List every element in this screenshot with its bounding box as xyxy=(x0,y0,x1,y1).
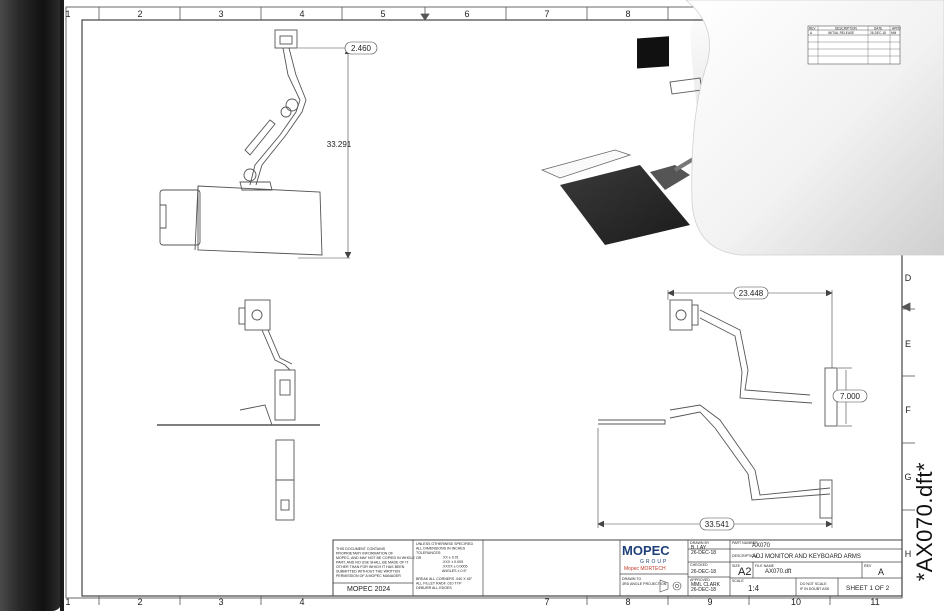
col-zone-label: 1 xyxy=(65,597,70,607)
approved-by: MML CLARK xyxy=(691,582,721,588)
plan-view xyxy=(598,299,838,519)
col-zone-label: 5 xyxy=(380,9,385,19)
row-zone-label: F xyxy=(905,405,911,415)
tolerance-line: .XXXX ± 0.0005 xyxy=(442,565,468,569)
size-label: SIZE xyxy=(732,564,741,568)
break-note: BREAK ALL CORNERS .040 X 45° xyxy=(416,577,473,581)
row-zone-label: D xyxy=(905,273,912,283)
scale-label: SCALE xyxy=(732,579,744,583)
title-block-text: THIS DOCUMENT CONTAINS PROPRIETARY INFOR… xyxy=(336,541,890,593)
revision: A xyxy=(878,567,884,577)
rev-cell: INITIAL RELEASE xyxy=(828,31,854,35)
if-in-doubt: IF IN DOUBT ASK xyxy=(800,587,830,591)
tolerance-line: TOLERANCES: xyxy=(416,551,441,555)
col-zone-label: 11 xyxy=(870,597,879,607)
rev-header: DESCRIPTION xyxy=(835,27,857,31)
tolerance-line: ANGLES ± 0.5° xyxy=(442,569,468,573)
rev-cell: 26-DEC-18 xyxy=(870,31,886,35)
tolerance-title: UNLESS OTHERWISE SPECIFIED xyxy=(416,542,473,546)
approved-date: 26-DEC-18 xyxy=(691,587,716,593)
sheet-number: SHEET 1 OF 2 xyxy=(846,585,890,592)
drawn-by-label: DRAWN BY xyxy=(690,541,710,545)
col-zone-label: 2 xyxy=(137,597,142,607)
dimension-side-view xyxy=(298,41,378,259)
file-name: AX070.dft xyxy=(765,569,792,575)
col-zone-label: 8 xyxy=(625,597,630,607)
tolerance-line: .XX ± 0.01 xyxy=(442,556,459,560)
row-zone-label: E xyxy=(905,339,911,349)
col-zone-label: 10 xyxy=(791,597,801,607)
dim-total-width: 33.541 xyxy=(705,520,730,529)
col-zone-label: 8 xyxy=(625,9,630,19)
notice-line: PERMISSION OF A MOPEC MANAGER xyxy=(336,574,401,578)
sheet-size: A2 xyxy=(738,566,751,578)
scale: 1:4 xyxy=(748,584,760,593)
file-label: FILE NAME xyxy=(755,564,775,568)
dim-plate-height: 7.000 xyxy=(840,392,861,401)
copyright: MOPEC 2024 xyxy=(347,586,390,593)
projection-symbol xyxy=(659,579,682,593)
col-zone-label: 4 xyxy=(299,9,304,19)
scroll-roll xyxy=(0,0,62,611)
scroll-roll-edge xyxy=(60,0,64,611)
part-number: AX070 xyxy=(752,543,771,549)
tolerance-line: ALL DIMENSIONS IN INCHES xyxy=(416,547,466,551)
front-view xyxy=(157,299,320,521)
rev-label: REV xyxy=(864,564,872,568)
checked-label: CHECKED xyxy=(690,563,708,567)
break-note: ALL FILLET RADII .010 TYP xyxy=(416,582,462,586)
rev-cell: MM xyxy=(891,31,897,35)
notice-line: OTHER THAN FOR WHICH IT HAS BEEN xyxy=(336,565,405,569)
notice-line: SUBMITTED WITHOUT THE WRITTEN xyxy=(336,570,400,574)
revision-table: REV DESCRIPTION DATE APPD A INITIAL RELE… xyxy=(807,25,901,65)
row-zone-label: G xyxy=(904,472,911,482)
tolerance-line: .XXX ± 0.005 xyxy=(442,560,463,564)
description: ADJ MONITOR AND KEYBOARD ARMS xyxy=(752,554,861,560)
col-zone-label: 1 xyxy=(65,9,70,19)
dim-top-offset: 2.460 xyxy=(351,44,372,53)
notice-line: PART, AND NO USE SHALL BE MADE OF IT xyxy=(336,561,409,565)
notice-line: PROPRIETARY INFORMATION OF xyxy=(336,552,394,556)
file-name-overlay: *AX070.dft* xyxy=(912,461,937,581)
dim-vertical-height: 33.291 xyxy=(327,140,352,149)
company-logo-sub: GROUP xyxy=(640,559,668,565)
checked-date: 26-DEC-18 xyxy=(691,569,716,575)
brand-logos: Mopec MORTECH xyxy=(624,566,666,572)
col-zone-label: 2 xyxy=(137,9,142,19)
isometric-view xyxy=(540,36,703,245)
col-zone-label: 6 xyxy=(464,9,469,19)
drawn-by: B. LAY xyxy=(691,545,707,551)
title-block xyxy=(332,539,903,597)
side-view-top xyxy=(159,29,323,256)
desc-label: DESCRIPTION xyxy=(732,554,757,558)
rev-header: DATE xyxy=(874,27,882,31)
col-zone-label: 4 xyxy=(299,597,304,607)
col-zone-label: 7 xyxy=(544,9,549,19)
col-zone-label: 9 xyxy=(707,597,712,607)
col-zone-label: 3 xyxy=(218,9,223,19)
notice-line: THIS DOCUMENT CONTAINS xyxy=(336,547,386,551)
rev-cell: A xyxy=(810,31,813,35)
company-logo: MOPEC xyxy=(622,543,670,558)
rev-header: APPD xyxy=(892,27,901,31)
dimension-plan-view xyxy=(597,286,868,531)
drawn-to-label: DRAWN TO xyxy=(622,577,642,581)
rev-header: REV xyxy=(809,27,816,31)
projection-label: 3RD ANGLE PROJECTION xyxy=(622,582,667,586)
drawn-date: 26-DEC-18 xyxy=(691,550,716,556)
col-zone-label: 3 xyxy=(218,597,223,607)
break-note: DEBURR ALL EDGES xyxy=(416,586,452,590)
dim-horizontal-reach: 23.448 xyxy=(739,289,764,298)
col-zone-label: 7 xyxy=(544,597,549,607)
row-zone-label: H xyxy=(905,549,912,559)
approved-label: APPROVED xyxy=(690,578,710,582)
part-label: PART NUMBER xyxy=(732,541,758,545)
notice-line: MOPEC, AND MAY NOT BE COPIED IN WHOLE OR xyxy=(336,556,422,560)
do-not-scale: DO NOT SCALE xyxy=(800,582,827,586)
